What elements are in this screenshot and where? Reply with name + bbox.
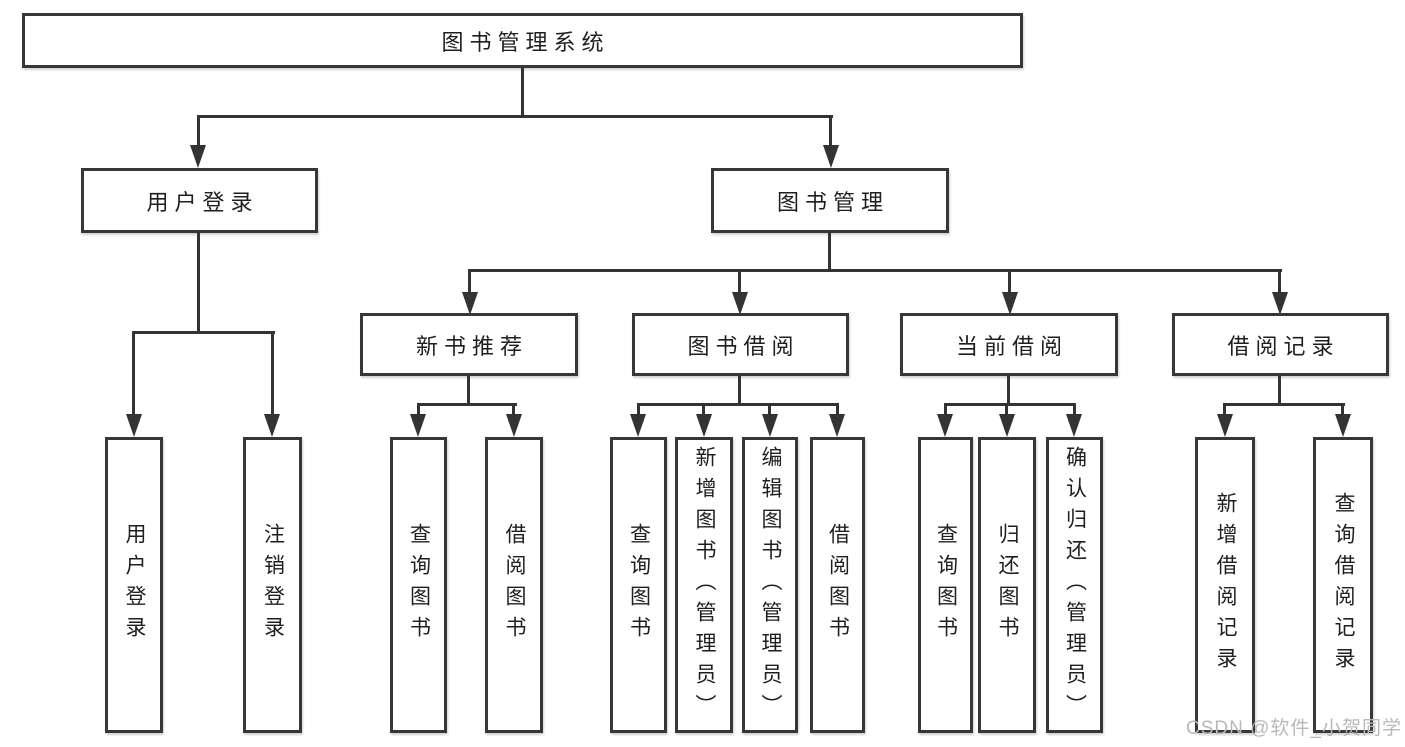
connector-book-mgmt-rail — [468, 269, 1282, 272]
leaf-label: 用户登录 — [123, 523, 146, 647]
node-current-borrowing: 当前借阅 — [900, 313, 1118, 376]
connector-drop-leaf — [702, 403, 705, 416]
connector-drop-leaf — [944, 403, 947, 416]
arrow-down-icon — [1217, 414, 1233, 437]
arrow-down-icon — [823, 145, 839, 168]
connector-drop-leaf — [1341, 403, 1344, 416]
connector-rail — [417, 403, 517, 406]
connector-rail — [637, 403, 839, 406]
node-new-book-recommendation: 新书推荐 — [360, 313, 578, 376]
connector-drop-leaf — [132, 331, 135, 415]
node-label: 新书推荐 — [415, 333, 528, 359]
connector-drop-borrow-records — [1278, 269, 1281, 293]
leaf-label: 确认归还（管理员） — [1063, 445, 1087, 725]
leaf-label: 查询借阅记录 — [1332, 492, 1355, 678]
node-borrowing-records: 借阅记录 — [1172, 313, 1389, 376]
connector-drop-leaf — [417, 403, 420, 416]
arrow-down-icon — [126, 414, 142, 437]
arrow-down-icon — [630, 414, 646, 437]
leaf-confirm-return-admin: 确认归还（管理员） — [1046, 437, 1103, 733]
arrow-down-icon — [696, 414, 712, 437]
leaf-label: 查询图书 — [627, 523, 651, 647]
leaf-borrow-books-recommend: 借阅图书 — [485, 437, 543, 733]
arrow-down-icon — [1002, 292, 1018, 315]
leaf-label: 注销登录 — [261, 523, 285, 647]
connector-drop-leaf — [271, 331, 274, 415]
arrow-down-icon — [1066, 414, 1082, 437]
connector-drop-leaf — [637, 403, 640, 416]
node-book-management: 图书管理 — [711, 168, 949, 233]
leaf-logout: 注销登录 — [243, 437, 302, 733]
leaf-borrow-books: 借阅图书 — [810, 437, 865, 733]
leaf-label: 新增图书（管理员） — [693, 445, 716, 725]
connector-drop-leaf — [1073, 403, 1076, 416]
leaf-label: 新增借阅记录 — [1214, 492, 1237, 678]
arrow-down-icon — [1272, 292, 1288, 315]
node-user-login: 用户登录 — [81, 168, 318, 233]
connector-stem — [1007, 376, 1010, 406]
arrow-down-icon — [762, 414, 778, 437]
leaf-add-books-admin: 新增图书（管理员） — [675, 437, 733, 733]
connector-drop-current-borrow — [1008, 269, 1011, 293]
connector-drop-book-borrow — [738, 269, 741, 293]
node-label: 借阅记录 — [1227, 333, 1340, 359]
leaf-edit-books-admin: 编辑图书（管理员） — [742, 437, 798, 733]
connector-stem — [738, 376, 741, 406]
leaf-query-books-current: 查询图书 — [918, 437, 973, 733]
connector-drop-leaf — [768, 403, 771, 416]
connector-user-login-stem — [197, 233, 200, 334]
connector-drop-leaf — [512, 403, 515, 416]
arrow-down-icon — [732, 292, 748, 315]
node-library-system: 图书管理系统 — [22, 13, 1023, 68]
connector-drop-leaf — [1223, 403, 1226, 416]
node-label: 用户登录 — [146, 189, 259, 215]
connector-drop-leaf — [836, 403, 839, 416]
connector-user-login-rail — [132, 331, 275, 334]
connector-root-rail — [197, 115, 833, 118]
node-book-borrowing: 图书借阅 — [632, 313, 849, 376]
leaf-query-books-borrowing: 查询图书 — [610, 437, 667, 733]
leaf-label: 查询图书 — [934, 523, 958, 647]
connector-rail — [1223, 403, 1345, 406]
arrow-down-icon — [462, 292, 478, 315]
arrow-down-icon — [190, 145, 206, 168]
connector-rail — [944, 403, 1076, 406]
node-label: 当前借阅 — [955, 333, 1068, 359]
csdn-watermark: CSDN @软件_小贺同学 — [1186, 718, 1402, 739]
connector-book-mgmt-stem — [828, 233, 831, 272]
node-label: 图书管理 — [776, 189, 889, 215]
connector-drop-new-book — [468, 269, 471, 293]
connector-drop-user-login — [197, 115, 200, 147]
arrow-down-icon — [264, 414, 280, 437]
leaf-user-login: 用户登录 — [105, 437, 163, 733]
leaf-label: 借阅图书 — [826, 523, 850, 647]
connector-drop-book-management — [829, 115, 832, 147]
arrow-down-icon — [506, 414, 522, 437]
leaf-return-books: 归还图书 — [978, 437, 1036, 733]
arrow-down-icon — [410, 414, 426, 437]
connector-root-stem — [521, 68, 524, 117]
leaf-add-borrow-record: 新增借阅记录 — [1195, 437, 1255, 733]
arrow-down-icon — [1335, 414, 1351, 437]
leaf-label: 查询图书 — [407, 523, 431, 647]
arrow-down-icon — [999, 414, 1015, 437]
leaf-query-borrow-record: 查询借阅记录 — [1313, 437, 1373, 733]
leaf-label: 借阅图书 — [503, 523, 526, 647]
leaf-query-books-recommend: 查询图书 — [390, 437, 447, 733]
connector-stem — [467, 376, 470, 406]
arrow-down-icon — [937, 414, 953, 437]
arrow-down-icon — [829, 414, 845, 437]
node-label: 图书借阅 — [687, 333, 800, 359]
node-label: 图书管理系统 — [441, 29, 610, 55]
connector-drop-leaf — [1005, 403, 1008, 416]
leaf-label: 编辑图书（管理员） — [759, 445, 782, 725]
connector-stem — [1278, 376, 1281, 406]
leaf-label: 归还图书 — [996, 523, 1019, 647]
